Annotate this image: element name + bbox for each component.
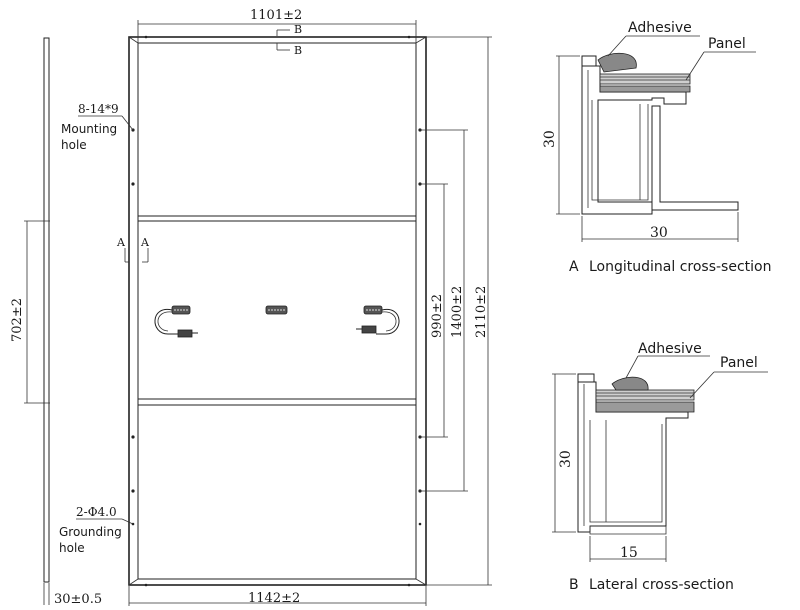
dim-702-label: 702±2 [10,298,25,342]
dim-1142-label: 1142±2 [248,591,300,606]
side-profile [43,37,50,583]
mounting-hole-callout: 8-14*9 Mounting hole [61,102,134,152]
grounding-hole-label-1: Grounding [59,525,122,539]
section-a-letter: A [569,259,579,275]
section-a-label-right: A [140,236,150,249]
dim-1400-label: 1400±2 [450,286,465,338]
right-cable [376,309,400,335]
grounding-hole-dot [418,522,422,526]
section-b-marker: B B [276,23,302,57]
section-b-label-bottom: B [294,44,302,57]
section-b-panel-label: Panel [720,355,758,371]
section-a-width-label: 30 [650,225,668,241]
left-plug [177,329,193,338]
adhesive-a [597,52,637,73]
section-a-marker: A A [116,236,150,263]
section-b-detail: Adhesive Panel 30 15 B Lateral cross-sec… [552,341,768,593]
mounting-hole-dot [131,182,135,186]
panel-frame-outer [128,36,427,586]
cross-rail-bottom [137,398,417,406]
panel-laminate-b [595,389,695,401]
junction-box-assembly [154,305,400,338]
panel-laminate-a [599,73,691,85]
mounting-hole-dot [131,435,135,439]
section-b-caption: Lateral cross-section [589,577,734,593]
mounting-hole-label-1: Mounting [61,122,117,136]
dim-1101-label: 1101±2 [250,8,302,23]
grounding-hole-label-2: hole [59,541,85,555]
section-a-height-label: 30 [542,130,558,148]
section-b-width-label: 15 [620,545,638,561]
grounding-hole-callout: 2-Φ4.0 Grounding hole [59,505,134,555]
section-b-letter: B [569,577,579,593]
section-a-detail: Adhesive Panel 30 30 A Longitudinal cros… [542,20,771,275]
dim-thickness-label: 30±0.5 [54,592,102,607]
right-plug [361,325,377,334]
center-junction-box [265,305,288,315]
front-view: B B A A [59,8,492,606]
section-b-adhesive-label: Adhesive [638,341,702,357]
dim-1101: 1101±2 [137,8,417,43]
mounting-hole-dot [131,489,135,493]
section-a-caption: Longitudinal cross-section [589,259,771,275]
adhesive-b [611,376,649,391]
section-a-adhesive-label: Adhesive [628,20,692,36]
dim-1142: 1142±2 [128,586,427,606]
mounting-hole-label-2: hole [61,138,87,152]
mounting-hole-spec: 8-14*9 [78,102,119,116]
dim-2110-label: 2110±2 [474,286,489,338]
grounding-hole-spec: 2-Φ4.0 [76,505,117,519]
section-a-panel-label: Panel [708,36,746,52]
left-cable [154,309,178,335]
side-view: 702±2 30±0.5 [10,37,102,607]
dim-right-stack: 990±2 1400±2 2110±2 [420,36,492,586]
section-a-label-left: A [116,236,126,249]
section-b-label-top: B [294,23,302,36]
dim-990-label: 990±2 [430,294,445,338]
section-b-height-label: 30 [558,450,574,468]
cross-rail-top [137,215,417,222]
